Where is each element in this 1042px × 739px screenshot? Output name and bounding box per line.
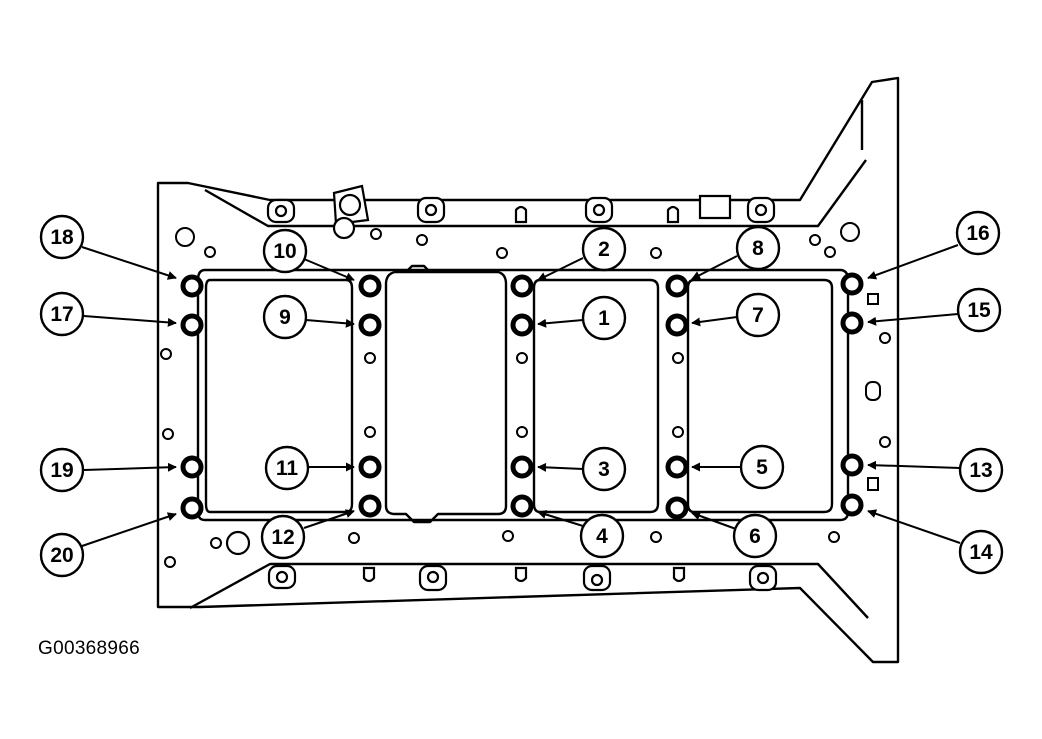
bottom-bosses bbox=[225, 530, 778, 592]
callout-10: 10 bbox=[262, 228, 308, 274]
callout-1: 1 bbox=[581, 295, 627, 341]
callout-6: 6 bbox=[732, 513, 778, 559]
callout-2: 2 bbox=[581, 226, 627, 272]
bolt-4 bbox=[510, 494, 534, 518]
callout-18: 18 bbox=[39, 214, 85, 260]
bolt-20 bbox=[180, 496, 204, 520]
svg-text:8: 8 bbox=[752, 237, 764, 260]
bolt-8 bbox=[665, 274, 689, 298]
arrow-10 bbox=[303, 258, 355, 282]
callout-14: 14 bbox=[958, 529, 1004, 575]
callout-17: 17 bbox=[39, 291, 85, 337]
svg-text:10: 10 bbox=[273, 240, 296, 263]
arrow-19 bbox=[83, 462, 177, 472]
leader-arrows bbox=[81, 244, 961, 547]
arrow-1 bbox=[537, 318, 584, 328]
callout-8: 8 bbox=[735, 225, 781, 271]
svg-text:3: 3 bbox=[598, 458, 610, 481]
bolt-18 bbox=[180, 274, 204, 298]
callout-20: 20 bbox=[39, 532, 85, 578]
svg-text:14: 14 bbox=[969, 541, 993, 564]
callout-9: 9 bbox=[262, 294, 308, 340]
svg-text:18: 18 bbox=[50, 226, 74, 249]
figure-id: G00368966 bbox=[38, 638, 141, 659]
callout-4: 4 bbox=[579, 513, 625, 559]
bolt-2 bbox=[510, 274, 534, 298]
callout-16: 16 bbox=[955, 210, 1001, 256]
bolt-7 bbox=[665, 313, 689, 337]
svg-text:9: 9 bbox=[279, 306, 291, 329]
svg-text:15: 15 bbox=[967, 299, 991, 322]
callout-11: 11 bbox=[264, 445, 310, 491]
svg-text:5: 5 bbox=[756, 456, 768, 479]
svg-text:1: 1 bbox=[598, 307, 610, 330]
svg-text:6: 6 bbox=[749, 525, 761, 548]
small-holes bbox=[160, 222, 891, 568]
bolt-12 bbox=[358, 494, 382, 518]
bolt-14 bbox=[840, 493, 864, 517]
bolt-16 bbox=[840, 272, 864, 296]
bolt-10 bbox=[358, 274, 382, 298]
arrow-2 bbox=[537, 257, 584, 281]
arrow-12 bbox=[303, 509, 355, 529]
svg-text:17: 17 bbox=[50, 303, 73, 326]
bolt-3 bbox=[510, 455, 534, 479]
svg-text:16: 16 bbox=[966, 222, 989, 245]
callout-12: 12 bbox=[260, 514, 306, 560]
arrow-17 bbox=[83, 315, 177, 327]
top-bosses bbox=[266, 184, 776, 240]
svg-text:19: 19 bbox=[50, 459, 73, 482]
bolt-1 bbox=[510, 313, 534, 337]
block-outline bbox=[156, 76, 900, 664]
bolt-17 bbox=[180, 313, 204, 337]
arrow-9 bbox=[305, 318, 355, 328]
callout-7: 7 bbox=[735, 292, 781, 338]
arrow-8 bbox=[691, 255, 738, 280]
callout-19: 19 bbox=[39, 447, 85, 493]
callout-3: 3 bbox=[581, 446, 627, 492]
arrow-13 bbox=[867, 460, 961, 470]
callouts: 18 17 19 20 10 9 11 12 2 1 3 4 8 7 5 6 1… bbox=[39, 210, 1004, 578]
callout-5: 5 bbox=[739, 444, 785, 490]
svg-text:20: 20 bbox=[50, 544, 73, 567]
arrow-4 bbox=[537, 510, 584, 527]
arrow-15 bbox=[867, 313, 959, 326]
arrow-20 bbox=[81, 512, 177, 547]
arrow-16 bbox=[867, 244, 959, 280]
svg-text:11: 11 bbox=[276, 457, 299, 480]
bolt-19 bbox=[180, 455, 204, 479]
bolt-holes bbox=[180, 272, 864, 520]
bolt-15 bbox=[840, 311, 864, 335]
arrow-18 bbox=[81, 246, 177, 280]
svg-text:4: 4 bbox=[596, 525, 608, 548]
callout-15: 15 bbox=[956, 287, 1002, 333]
bolt-5 bbox=[665, 455, 689, 479]
arrow-14 bbox=[867, 509, 961, 544]
bolt-11 bbox=[358, 455, 382, 479]
bolt-6 bbox=[665, 496, 689, 520]
callout-13: 13 bbox=[958, 447, 1004, 493]
svg-text:12: 12 bbox=[271, 526, 294, 549]
svg-text:2: 2 bbox=[598, 238, 610, 261]
bolt-13 bbox=[840, 453, 864, 477]
bolt-9 bbox=[358, 313, 382, 337]
svg-text:7: 7 bbox=[752, 304, 764, 327]
arrow-7 bbox=[691, 316, 738, 327]
svg-text:13: 13 bbox=[969, 459, 992, 482]
arrow-3 bbox=[537, 462, 584, 472]
arrow-6 bbox=[691, 511, 737, 530]
